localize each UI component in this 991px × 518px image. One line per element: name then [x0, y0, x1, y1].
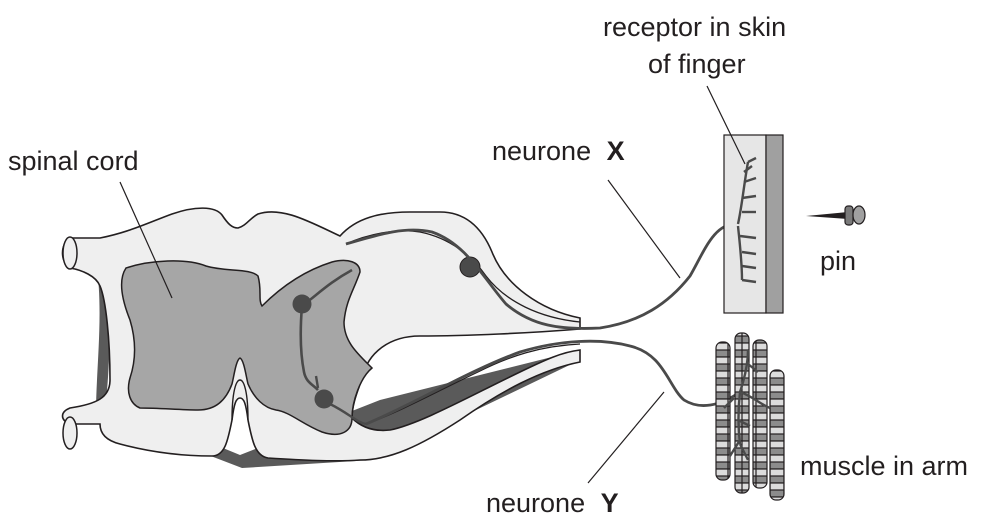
label-pin: pin — [820, 246, 856, 276]
label-neurone-y: neurone Y — [486, 488, 619, 518]
label-neurone-x: neurone X — [492, 136, 625, 166]
muscle-fibres — [716, 333, 784, 500]
label-neurone-y-letter: Y — [601, 488, 619, 518]
label-neurone-y-word: neurone — [486, 488, 585, 518]
pin-icon — [806, 206, 865, 225]
muscle-fibre — [770, 370, 784, 500]
skin-of-finger — [724, 135, 783, 313]
muscle-fibre — [716, 342, 730, 480]
label-muscle: muscle in arm — [800, 451, 968, 481]
label-receptor-line1: receptor in skin — [603, 12, 786, 42]
leader-neurone-y — [588, 392, 664, 483]
leader-neurone-x — [608, 180, 680, 278]
label-neurone-x-word: neurone — [492, 136, 591, 166]
label-receptor-line2: of finger — [648, 49, 746, 79]
muscle-fibre — [753, 340, 767, 488]
relay-cell-body — [293, 295, 312, 314]
label-neurone-x-letter: X — [607, 136, 625, 166]
label-spinal-cord: spinal cord — [8, 146, 139, 176]
